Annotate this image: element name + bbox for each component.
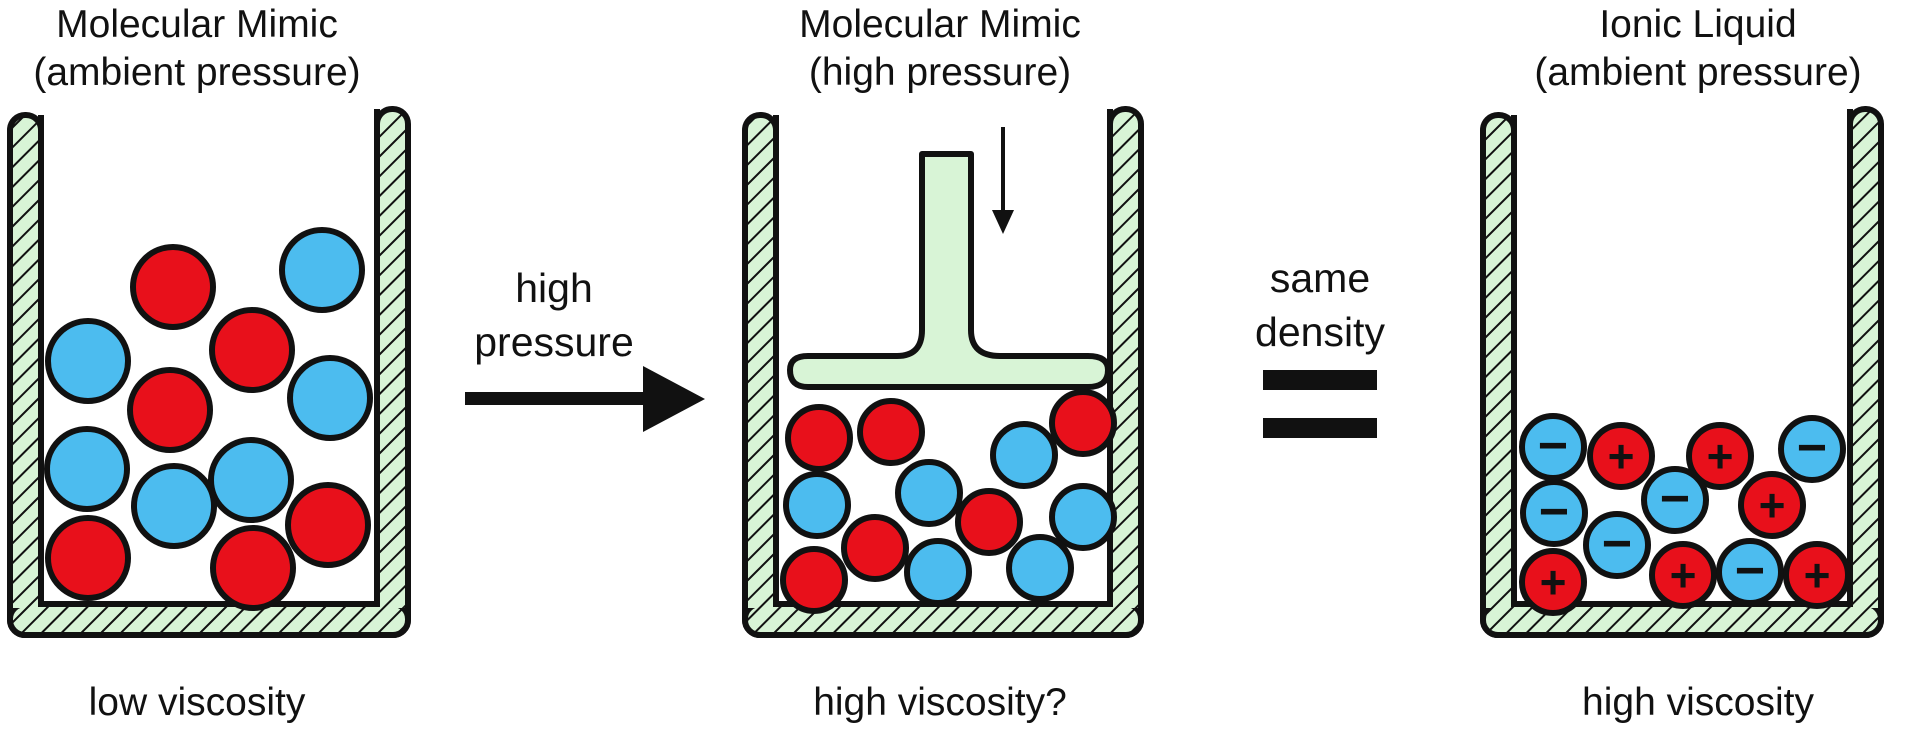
particle-blue (1049, 483, 1117, 551)
particle-blue (45, 318, 131, 404)
down-arrow-icon (992, 127, 1014, 234)
particle-red (1049, 389, 1117, 457)
particle-red (785, 404, 853, 472)
minus-icon: − (1735, 542, 1765, 600)
equals-bar-top (1263, 370, 1377, 390)
arrow-label-line2: pressure (474, 319, 634, 365)
piston-shape (787, 151, 1111, 390)
plus-icon: + (1670, 549, 1697, 601)
particle-red (127, 367, 213, 453)
panel2-container (742, 106, 1144, 638)
particle-red (857, 398, 925, 466)
arrow-head-right-icon (643, 366, 705, 432)
cation: + (1587, 422, 1655, 490)
equals-label-line1: same (1270, 255, 1370, 301)
plus-icon: + (1759, 479, 1786, 531)
high-pressure-arrow: high pressure (465, 265, 705, 432)
particle-red (210, 525, 296, 611)
anion: − (1583, 511, 1651, 579)
panel3-title-line1: Ionic Liquid (1599, 3, 1796, 46)
anion: − (1716, 538, 1784, 606)
particle-red (285, 482, 371, 568)
panel3-caption: high viscosity (1582, 681, 1814, 724)
cation: + (1649, 541, 1717, 609)
particle-blue (208, 437, 294, 523)
panel3-container-left-wall (1480, 112, 1517, 638)
equals-sign: same density (1255, 255, 1385, 438)
panel1-container-base (7, 601, 411, 638)
panel2-container-left-wall (742, 112, 779, 638)
particle-blue (895, 459, 963, 527)
minus-icon: − (1797, 419, 1827, 477)
piston (787, 151, 1111, 390)
plus-icon: + (1540, 556, 1567, 608)
arrow-label-line1: high (515, 265, 593, 311)
minus-icon: − (1538, 417, 1568, 475)
panel1-container (7, 106, 411, 638)
particle-blue (904, 538, 972, 606)
particle-red (841, 514, 909, 582)
panel2-caption: high viscosity? (813, 681, 1067, 724)
panel2-container-right-wall (1107, 106, 1144, 638)
panel2-title-line2: (high pressure) (809, 51, 1071, 94)
panel1-container-right-wall (374, 106, 411, 638)
panel-molecular-mimic-ambient: Molecular Mimic (ambient pressure) low v… (7, 3, 411, 724)
plus-icon: + (1804, 549, 1831, 601)
particle-blue (783, 471, 851, 539)
equals-bar-bottom (1263, 418, 1377, 438)
panel1-particles (44, 227, 373, 611)
particle-red (45, 515, 131, 601)
particle-blue (1006, 534, 1074, 602)
panel3-ions: − + + − − − (1519, 413, 1851, 616)
cation: + (1738, 471, 1806, 539)
minus-icon: − (1602, 515, 1632, 573)
particle-blue (44, 426, 130, 512)
plus-icon: + (1707, 430, 1734, 482)
panel3-container-right-wall (1847, 106, 1884, 638)
particle-blue (279, 227, 365, 313)
cation: + (1519, 548, 1587, 616)
anion: − (1519, 413, 1587, 481)
panel3-title-line2: (ambient pressure) (1534, 51, 1861, 94)
equals-label-line2: density (1255, 309, 1385, 355)
anion: − (1778, 415, 1846, 483)
anion: − (1641, 466, 1709, 534)
plus-icon: + (1608, 430, 1635, 482)
panel-molecular-mimic-high-pressure: Molecular Mimic (high pressure) (742, 3, 1144, 724)
particle-blue (287, 355, 373, 441)
particle-blue (990, 421, 1058, 489)
panel1-caption: low viscosity (89, 681, 306, 724)
cation: + (1686, 422, 1754, 490)
cation: + (1783, 541, 1851, 609)
panel2-title-line1: Molecular Mimic (799, 3, 1081, 46)
particle-red (130, 244, 216, 330)
panel2-particles (780, 389, 1117, 614)
panel3-container (1480, 106, 1884, 638)
arrow-shaft (465, 392, 655, 405)
particle-blue (131, 463, 217, 549)
panel1-container-left-wall (7, 112, 44, 638)
panel1-title-line1: Molecular Mimic (56, 3, 338, 46)
particle-red (209, 307, 295, 393)
panel-ionic-liquid-ambient: Ionic Liquid (ambient pressure) − + + (1480, 3, 1884, 724)
particle-red (780, 546, 848, 614)
minus-icon: − (1539, 483, 1569, 541)
minus-icon: − (1660, 470, 1690, 528)
anion: − (1520, 479, 1588, 547)
particle-red (955, 488, 1023, 556)
panel1-title-line2: (ambient pressure) (33, 51, 360, 94)
